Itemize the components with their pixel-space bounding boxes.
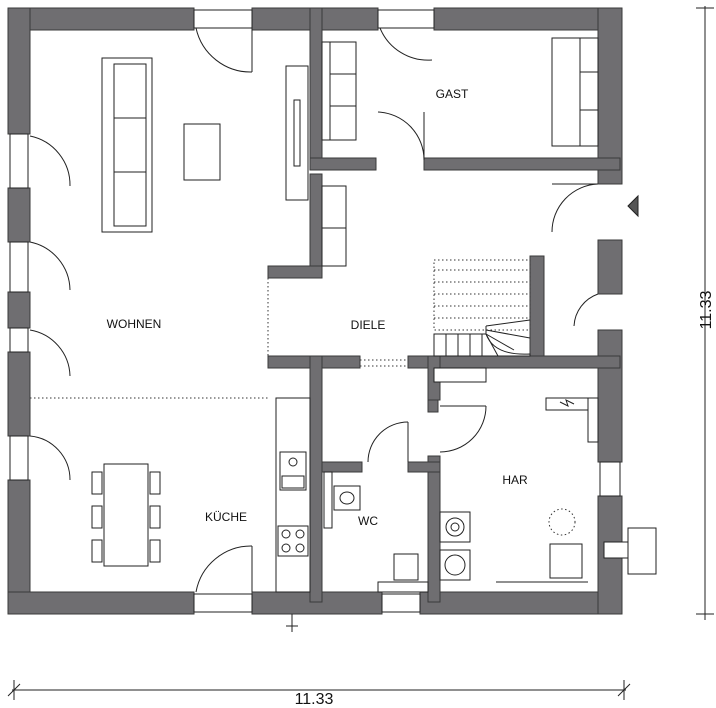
dimension-horizontal xyxy=(7,680,631,700)
room-label-har: HAR xyxy=(502,473,528,487)
sideboard-icon xyxy=(285,65,309,201)
tank-icon xyxy=(548,508,576,536)
room-label-wc: WC xyxy=(358,514,378,528)
wardrobe-icon xyxy=(321,185,347,267)
electrical-panel-icon xyxy=(545,397,599,443)
room-label-gast: GAST xyxy=(436,87,469,101)
toilet-icon xyxy=(377,553,429,593)
kitchen-counter-icon xyxy=(275,397,311,593)
windows xyxy=(9,9,621,613)
exterior-walls xyxy=(7,7,623,615)
dimension-width-label: 11.33 xyxy=(295,691,334,708)
doors xyxy=(29,27,599,593)
hood-icon xyxy=(433,367,487,383)
axis-marker-icon xyxy=(286,614,298,632)
dryer-icon xyxy=(439,549,471,581)
room-label-diele: DIELE xyxy=(351,318,386,332)
room-label-kueche: KÜCHE xyxy=(205,510,247,524)
coffee-table-icon xyxy=(183,123,221,181)
room-label-wohnen: WOHNEN xyxy=(107,317,162,331)
bed-icon xyxy=(551,37,599,147)
dining-table-icon xyxy=(91,463,161,567)
sink-icon xyxy=(323,471,361,529)
dimension-height-label: 11.33 xyxy=(698,290,715,329)
dimension-vertical xyxy=(696,6,714,620)
sofa-icon xyxy=(101,57,153,233)
shelf-icon xyxy=(321,41,357,141)
boiler-icon xyxy=(549,543,583,579)
staircase-icon xyxy=(433,259,531,357)
washing-machine-icon xyxy=(439,511,471,543)
heat-pump-icon xyxy=(603,527,657,575)
entrance-arrow-icon xyxy=(627,194,639,218)
open-boundaries xyxy=(30,278,408,399)
